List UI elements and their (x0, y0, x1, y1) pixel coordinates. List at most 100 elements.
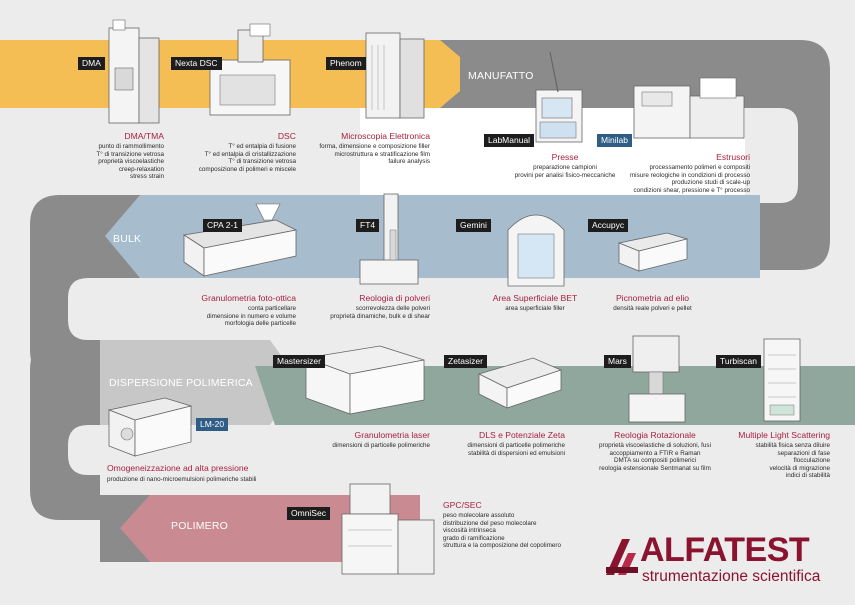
accupyc-title: Picnometria ad elio (615, 293, 690, 303)
turbiscan-line: indici di stabilità (785, 472, 830, 480)
band-label-manufatto: MANUFATTO (468, 70, 534, 82)
band-label-bulk: BULK (113, 233, 142, 245)
particle-analyzer-icon (182, 203, 298, 277)
gemini-line: area superficiale filler (505, 305, 565, 312)
accupyc-tag: Accupyc (588, 219, 629, 232)
phenom-line: forma, dimensione e composizione filler (319, 143, 430, 150)
presse-tag: LabManual (484, 134, 535, 147)
omnisec-line: viscosità intrinseca (443, 527, 496, 535)
dls-analyzer-icon (477, 357, 563, 409)
mars-line: reologia estensionale Sentmanat su film (599, 464, 711, 472)
cpa-tag: CPA 2-1 (203, 219, 243, 232)
estrusori-line: processamento polimeri e compositi (649, 164, 750, 171)
omnisec-line: grado di ramificazione (443, 534, 505, 542)
bet-analyzer-icon (507, 214, 565, 287)
cpa-description: conta particellare dimensione in numero … (180, 305, 296, 328)
powder-rheometer-icon (359, 193, 419, 285)
band-label-polimero: POLIMERO (171, 520, 229, 532)
turbiscan-line: velocità di migrazione (769, 464, 830, 472)
band-label-dispersione: DISPERSIONE POLIMERICA (109, 377, 253, 389)
mastersizer-description: dimensioni di particelle polimeriche (300, 442, 430, 450)
lm20-line: produzione di nano-microemulsioni polime… (107, 476, 257, 483)
omnisec-line: peso molecolare assoluto (443, 512, 515, 519)
phenom-line: microstruttura e stratificazione film (334, 150, 430, 158)
dsc-line: T° di transizione vetrosa (228, 158, 296, 166)
turbiscan-line: flocculazione (793, 457, 830, 465)
cpa-line: conta particellare (248, 305, 296, 312)
ft4-line: scorrevolezza delle polveri (355, 305, 430, 312)
omnisec-tag: OmniSec (287, 507, 330, 520)
dma-line: creep-relaxation (118, 165, 164, 173)
estrusori-line: misure reologiche in condizioni di proce… (629, 171, 750, 179)
zetasizer-line: stabilità di dispersioni ed emulsioni (468, 449, 565, 457)
dma-line: punto di rammollimento (98, 143, 164, 150)
lab-press-icon (535, 52, 583, 143)
turbiscan-tag: Turbiscan (716, 355, 762, 368)
dsc-line: T° ed entalpia di fusione (228, 143, 296, 150)
omnisec-description: peso molecolare assoluto distribuzione d… (443, 512, 561, 550)
ft4-description: scorrevolezza delle polveri proprietà di… (300, 305, 430, 320)
ft4-line: proprietà dinamiche, bulk e di shear (330, 312, 430, 320)
alfatest-logo-icon (606, 539, 638, 575)
turbiscan-title: Multiple Light Scattering (738, 430, 830, 440)
dma-line: proprietà viscoelastiche (98, 158, 164, 166)
lm20-title: Omogeneizzazione ad alta pressione (107, 463, 249, 473)
presse-line: preparazione campioni (533, 164, 597, 171)
ft4-title: Reologia di polveri (359, 293, 430, 303)
rotational-rheometer-icon (628, 335, 686, 423)
laser-diffraction-icon (304, 345, 425, 415)
dma-title: DMA/TMA (124, 131, 164, 141)
pycnometer-icon (617, 232, 689, 272)
phenom-tag: Phenom (326, 57, 366, 70)
dsc-title: DSC (277, 131, 296, 141)
omnisec-line: distribuzione del peso molecolare (443, 519, 537, 527)
extruder-icon (633, 77, 745, 139)
gemini-tag: Gemini (456, 219, 491, 232)
dma-line: stress strain (130, 173, 164, 181)
homogenizer-icon (107, 397, 193, 457)
turbiscan-description: stabilità fisica senza diluire separazio… (720, 442, 830, 480)
logo-tagline: strumentazione scientifica (642, 568, 821, 585)
accupyc-line: densità reale polveri e pellet (613, 305, 692, 312)
mastersizer-title: Granulometria laser (354, 430, 430, 440)
zetasizer-description: dimensioni di particelle polimeriche sta… (430, 442, 565, 457)
presse-description: preparazione campioni provini per analis… (490, 164, 640, 179)
presse-title: Presse (551, 152, 579, 162)
dsc-line: composizione di polimeri e miscele (198, 165, 296, 173)
mastersizer-line: dimensioni di particelle polimeriche (332, 442, 430, 449)
estrusori-title: Estrusori (716, 152, 750, 162)
mars-title: Reologia Rotazionale (614, 430, 696, 440)
dma-tag: DMA (78, 57, 105, 70)
stability-analyzer-icon (763, 338, 801, 422)
accupyc-description: densità reale polveri e pellet (595, 305, 710, 313)
omnisec-title: GPC/SEC (443, 500, 482, 510)
mars-tag: Mars (604, 355, 631, 368)
gemini-description: area superficiale filler (470, 305, 600, 313)
estrusori-tag: Minilab (597, 134, 632, 147)
lm20-description: produzione di nano-microemulsioni polime… (107, 476, 256, 484)
omnisec-line: struttura e la composizione del copolime… (443, 542, 561, 550)
cpa-line: dimensione in numero e volume (206, 312, 296, 320)
turbiscan-line: separazioni di fase (777, 449, 830, 457)
dma-analyzer-icon (108, 19, 160, 124)
estrusori-description: processamento polimeri e compositi misur… (600, 164, 750, 194)
zetasizer-line: dimensioni di particelle polimeriche (467, 442, 565, 449)
dsc-line: T° ed entalpia di cristallizzazione (204, 150, 296, 158)
mars-description: proprietà viscoelastiche di soluzioni, f… (560, 442, 750, 472)
dma-description: punto di rammollimento T° di transizione… (60, 143, 164, 181)
estrusori-line: produzione studi di scale-up (671, 179, 750, 187)
electron-microscope-icon (365, 32, 425, 119)
estrusori-line: condizioni shear, pressione e T° process… (633, 186, 750, 194)
zetasizer-title: DLS e Potenziale Zeta (479, 430, 565, 440)
mars-line: DMTA su compositi polimerici (613, 457, 697, 465)
mars-line: accoppiamento a FTIR e Raman (609, 449, 701, 457)
dsc-tag: Nexta DSC (171, 57, 222, 70)
presse-line: provini per analisi fisico-meccaniche (514, 171, 616, 179)
phenom-description: forma, dimensione e composizione filler … (300, 143, 430, 166)
cpa-line: morfologia delle particelle (224, 320, 296, 328)
cpa-title: Granulometria foto-ottica (201, 293, 296, 303)
mars-line: proprietà viscoelastiche di soluzioni, f… (598, 442, 711, 449)
gemini-title: Area Superficiale BET (492, 293, 578, 303)
phenom-title: Microscopia Elettronica (341, 131, 430, 141)
alfatest-logo: ALFATEST strumentazione scientifica (604, 531, 836, 593)
